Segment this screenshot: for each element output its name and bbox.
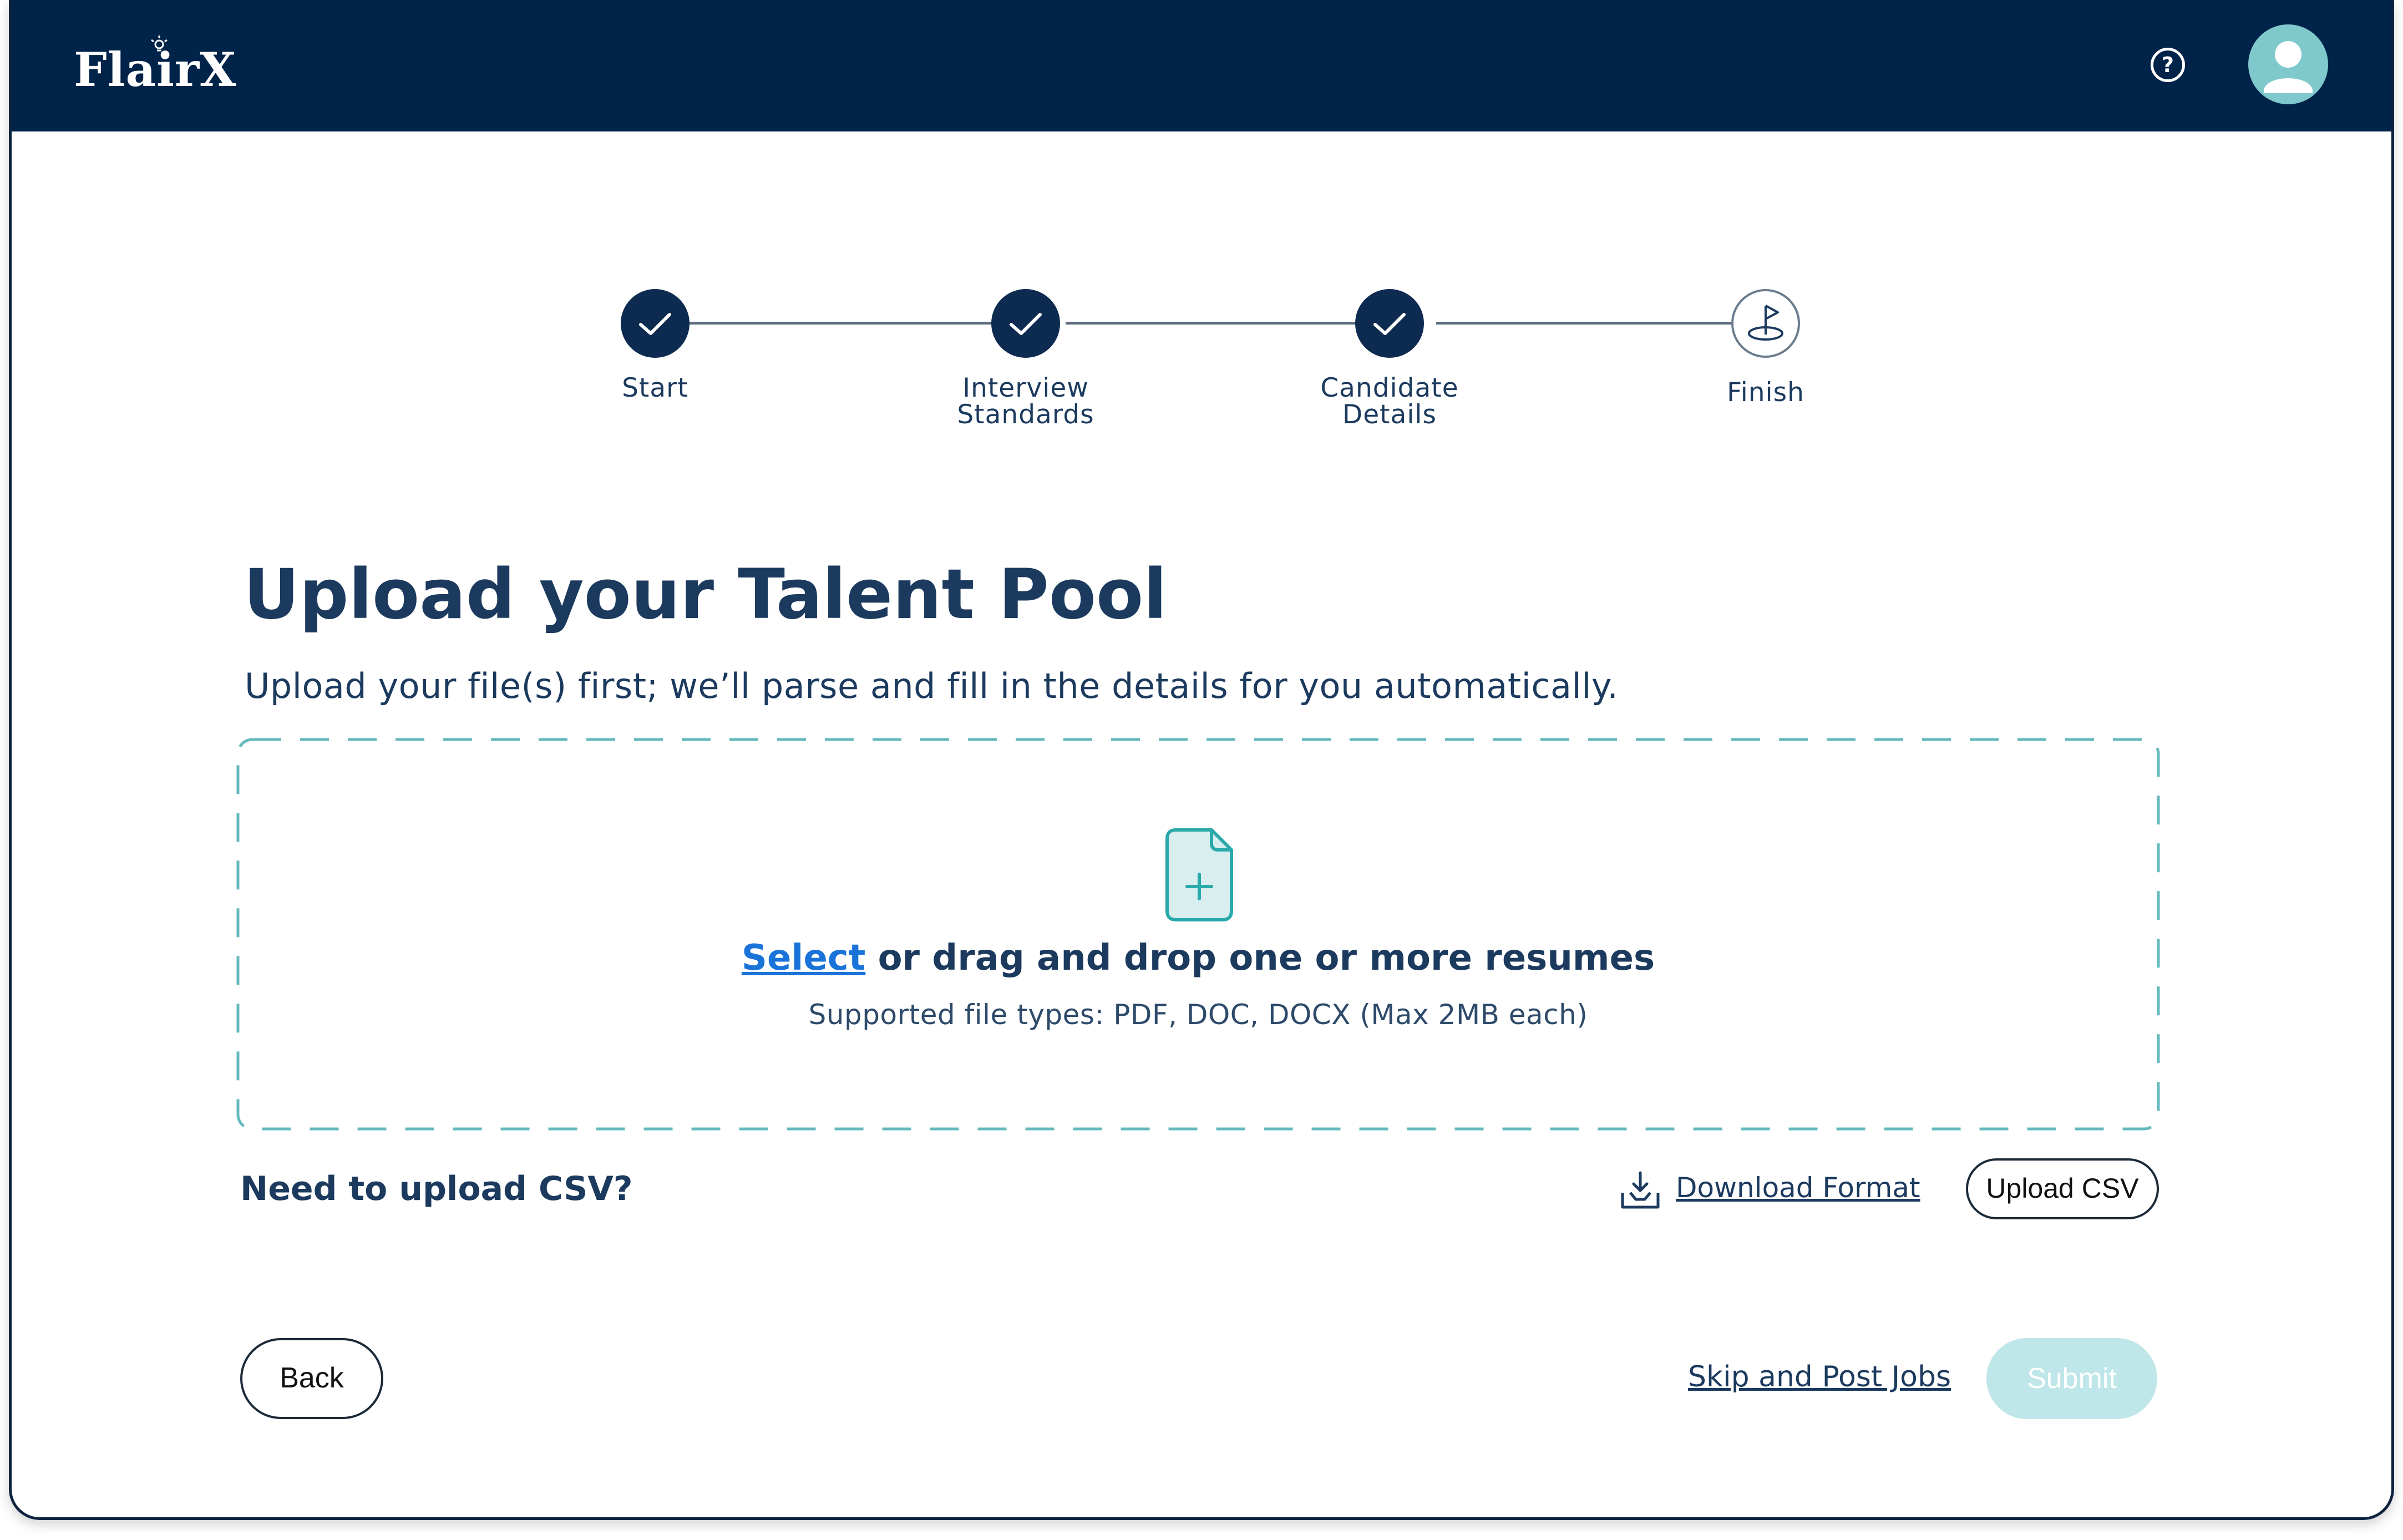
step-finish-flag-icon (1731, 289, 1800, 358)
brand-logo[interactable]: FlairX (74, 36, 237, 97)
step-label-interview: Interview Standards (957, 373, 1094, 430)
resume-dropzone[interactable]: Select or drag and drop one or more resu… (236, 738, 2160, 1131)
download-format-link[interactable]: Download Format (1676, 1172, 1920, 1204)
dropzone-instruction: Select or drag and drop one or more resu… (236, 938, 2160, 979)
back-button[interactable]: Back (240, 1338, 383, 1419)
page-subtitle: Upload your file(s) first; we’ll parse a… (245, 666, 1619, 706)
select-files-link[interactable]: Select (741, 938, 866, 979)
step-start-check-icon (621, 289, 690, 358)
file-add-icon (1165, 828, 1233, 921)
submit-button[interactable]: Submit (1986, 1338, 2157, 1419)
lightbulb-icon (151, 36, 168, 52)
step-interview-check-icon (991, 289, 1060, 358)
step-label-finish: Finish (1727, 377, 1804, 408)
step-connector (1436, 322, 1732, 325)
dropzone-border (236, 738, 2160, 1131)
supported-file-types: Supported file types: PDF, DOC, DOCX (Ma… (808, 999, 1588, 1031)
step-label-candidate: Candidate Details (1320, 373, 1459, 430)
step-connector (690, 322, 998, 325)
page-title: Upload your Talent Pool (244, 555, 1167, 635)
drop-instruction-text: or drag and drop one or more resumes (865, 938, 1655, 979)
brand-name: FlairX (74, 42, 237, 97)
step-label-start: Start (622, 373, 688, 403)
step-connector (1066, 322, 1368, 325)
csv-question: Need to upload CSV? (240, 1169, 633, 1208)
download-icon[interactable] (1618, 1168, 1662, 1213)
top-header: FlairX ? (12, 0, 2391, 131)
skip-and-post-jobs-link[interactable]: Skip and Post Jobs (1688, 1360, 1951, 1394)
step-candidate-check-icon (1355, 289, 1424, 358)
upload-csv-button[interactable]: Upload CSV (1966, 1158, 2159, 1219)
app-window: FlairX ? (9, 0, 2394, 1520)
user-avatar-icon[interactable] (2248, 24, 2328, 104)
help-icon[interactable]: ? (2151, 48, 2185, 82)
